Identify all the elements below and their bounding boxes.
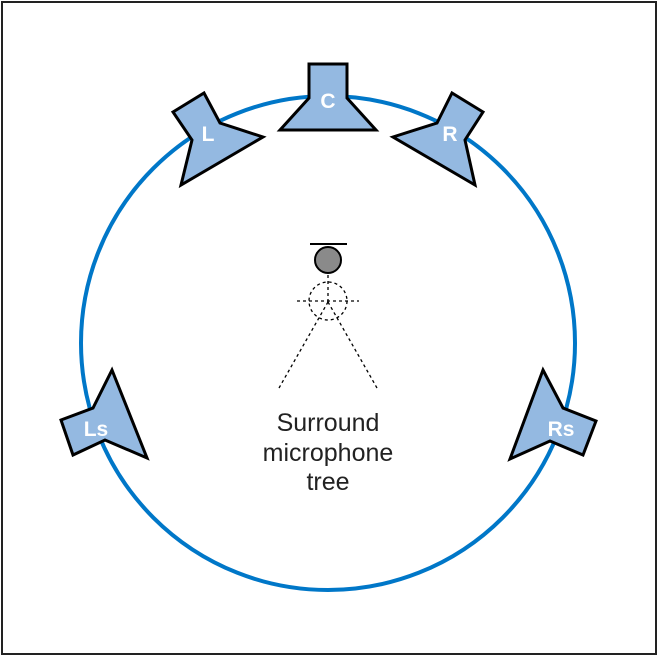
caption-line-2: microphone: [263, 439, 394, 467]
listening-circle: [79, 94, 577, 592]
speaker-icon: [170, 90, 267, 189]
caption-line-3: tree: [306, 468, 349, 496]
speaker-icon: [389, 90, 486, 189]
speaker-label-center: C: [320, 90, 335, 113]
speaker-right-surround: Rs: [507, 366, 598, 462]
speaker-icon: [507, 366, 598, 462]
speaker-left: L: [170, 90, 267, 189]
speaker-label-left: L: [202, 123, 215, 146]
speaker-label-right: R: [442, 123, 457, 146]
caption-line-1: Surround: [277, 409, 380, 437]
speaker-right: R: [389, 90, 486, 189]
speaker-icon: [276, 62, 380, 132]
microphone-icon: [314, 246, 342, 274]
speaker-label-ls: Ls: [84, 418, 109, 441]
speaker-left-surround: Ls: [59, 366, 150, 461]
microphone-tree: [278, 243, 378, 389]
speaker-icon: [59, 366, 150, 461]
speaker-center: C: [276, 62, 380, 132]
speaker-label-rs: Rs: [548, 418, 575, 441]
